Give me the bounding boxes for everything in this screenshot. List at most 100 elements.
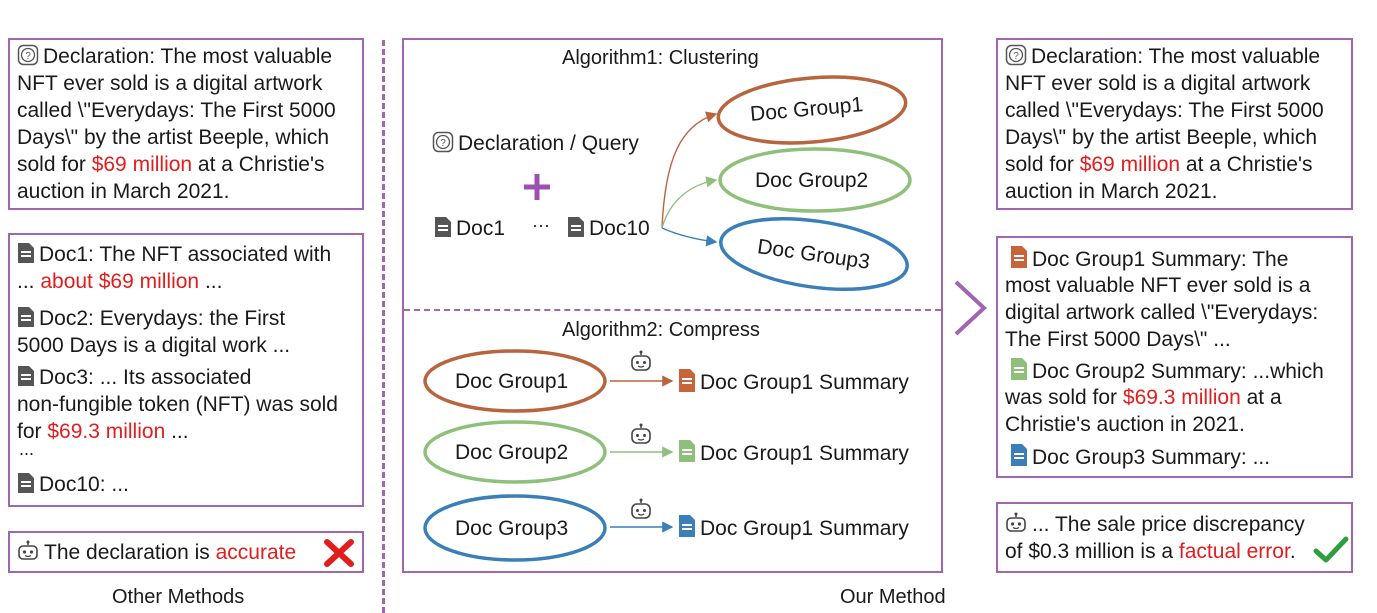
doc10-node: Doc10 <box>567 215 650 242</box>
doc-icon <box>18 307 34 327</box>
right-result-line2: of $0.3 million is a factual error. <box>1005 538 1296 565</box>
check-icon <box>1313 536 1349 563</box>
text: sold for <box>1005 153 1080 176</box>
highlight-verdict: factual error <box>1178 540 1290 563</box>
doc3-line3: for $69.3 million ... <box>17 418 189 445</box>
doc-icon <box>1011 246 1027 268</box>
doc2-line1: Doc2: Everydays: the First <box>17 305 285 332</box>
text: sold for <box>17 153 92 176</box>
algo2-title: Algorithm2: Compress <box>562 319 760 341</box>
left-result-box <box>8 531 364 573</box>
doc-icon <box>1011 444 1027 466</box>
caption-other-methods: Other Methods <box>112 586 245 608</box>
summary-node-3: Doc Group1 Summary <box>678 514 909 542</box>
doc1-line2: ... about $69 million ... <box>17 268 222 295</box>
doc-icon <box>679 369 695 391</box>
caption-our-method: Our Method <box>840 586 946 608</box>
edge-to-group3 <box>661 227 718 247</box>
doc-icon <box>679 440 695 462</box>
doc1-node: Doc1 <box>434 215 505 242</box>
g2-summary-line3: Christie's auction in 2021. <box>1005 413 1245 436</box>
question-icon: ? <box>17 44 39 66</box>
c-group1-ellipse <box>423 349 607 413</box>
doc3-line2: non-fungible token (NFT) was sold <box>17 393 338 416</box>
plus-icon <box>524 174 550 200</box>
cross-icon <box>324 539 354 567</box>
text: Doc10: ... <box>39 473 129 496</box>
doc-icon <box>18 473 34 493</box>
summary-node-1: Doc Group1 Summary <box>678 368 909 396</box>
right-declaration-line4: Days\" by the artist Beeple, which <box>1005 126 1318 149</box>
query-label: ?Declaration / Query <box>432 130 639 157</box>
text: The declaration is <box>44 541 216 564</box>
c-group2-label: Doc Group2 <box>455 441 569 464</box>
right-declaration-line5: sold for $69 million at a Christie's <box>1005 151 1312 178</box>
question-icon: ? <box>1005 44 1027 66</box>
text: Doc Group1 Summary <box>700 371 909 394</box>
c-group3-label: Doc Group3 <box>455 517 569 540</box>
text: . <box>1289 540 1296 563</box>
robot-icon <box>631 498 651 519</box>
group2-ellipse <box>718 147 912 213</box>
text: Doc Group3 Summary: ... <box>1032 446 1271 469</box>
left-result-line: The declaration is accurate <box>16 539 296 566</box>
doc-icon <box>1011 358 1027 380</box>
text: at a Christie's <box>1180 153 1313 176</box>
highlight-price: $69 million <box>91 153 193 176</box>
doc-icon <box>679 515 695 537</box>
text: was sold for <box>1005 386 1123 409</box>
docs-ellipsis: ... <box>19 439 35 459</box>
left-declaration-line2: NFT ever sold is a digital artwork <box>17 72 323 95</box>
group2-label: Doc Group2 <box>755 169 869 192</box>
text: Doc Group1 Summary <box>700 442 909 465</box>
left-declaration-line1: ? Declaration: The most valuable <box>17 43 332 70</box>
right-declaration-line2: NFT ever sold is a digital artwork <box>1005 72 1311 95</box>
svg-text:?: ? <box>1013 51 1019 62</box>
doc-icon <box>435 217 451 237</box>
text: Declaration: The most valuable <box>43 45 333 68</box>
doc1-line1: Doc1: The NFT associated with <box>17 241 331 268</box>
middle-dashed-divider <box>404 309 941 311</box>
c-group2-ellipse <box>423 420 607 484</box>
middle-method-box <box>402 38 943 573</box>
summary-node-2: Doc Group1 Summary <box>678 439 909 467</box>
text: ... The sale price discrepancy <box>1032 513 1305 536</box>
edge-to-group2 <box>661 176 718 229</box>
right-declaration-box <box>996 38 1353 210</box>
g1-summary-line2: most valuable NFT ever sold is a <box>1005 274 1311 297</box>
right-summaries-box <box>996 236 1353 478</box>
highlight-price: about $69 million <box>40 270 200 293</box>
text: at a Christie's <box>192 153 325 176</box>
g3-summary-line1: Doc Group3 Summary: ... <box>1010 443 1270 471</box>
right-declaration-line3: called \"Everydays: The First 5000 <box>1005 99 1324 122</box>
text: ... <box>17 270 41 293</box>
text: at a <box>1240 386 1282 409</box>
text: Declaration / Query <box>458 132 639 155</box>
left-declaration-box <box>8 38 364 210</box>
robot-icon <box>631 350 651 371</box>
highlight-verdict: accurate <box>215 541 297 564</box>
text: Doc Group1 Summary <box>700 517 909 540</box>
left-declaration-line6: auction in March 2021. <box>17 180 230 203</box>
text: Doc2: Everydays: the First <box>39 307 286 330</box>
left-declaration-line3: called \"Everydays: The First 5000 <box>17 99 336 122</box>
text: for <box>17 420 48 443</box>
robot-icon <box>1006 512 1026 532</box>
doc-icon <box>568 217 584 237</box>
doc-icon <box>18 243 34 263</box>
g1-summary-line3: digital artwork called \"Everydays: <box>1005 301 1319 324</box>
svg-text:?: ? <box>25 51 31 62</box>
highlight-price: $69.3 million <box>1122 386 1241 409</box>
g1-summary-line1: Doc Group1 Summary: The <box>1010 245 1288 273</box>
left-declaration-line4: Days\" by the artist Beeple, which <box>17 126 330 149</box>
text: Doc1 <box>456 217 506 240</box>
highlight-price: $69.3 million <box>47 420 166 443</box>
g2-summary-line1: Doc Group2 Summary: ...which <box>1010 357 1324 385</box>
left-docs-box <box>8 233 364 507</box>
group1-ellipse <box>716 75 908 145</box>
c-group1-label: Doc Group1 <box>455 370 569 393</box>
text: ... <box>199 270 223 293</box>
robot-icon <box>631 423 651 444</box>
group3-ellipse <box>719 217 909 291</box>
text: Doc1: The NFT associated with <box>39 243 332 266</box>
